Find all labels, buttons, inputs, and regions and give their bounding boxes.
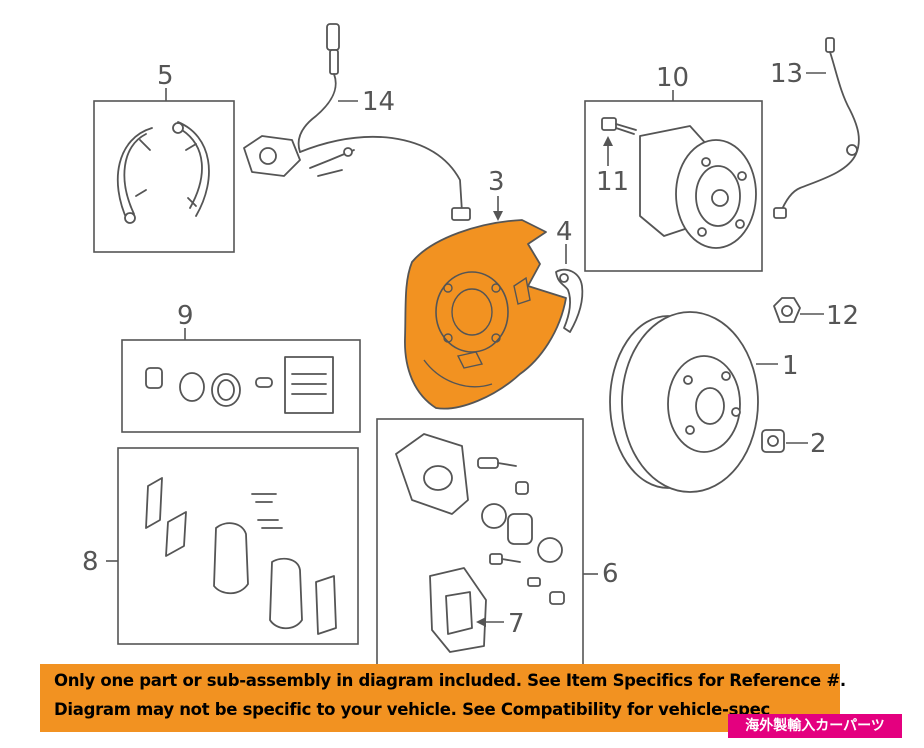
stud-part: [761, 429, 785, 453]
parking-brake-shoe-part: [116, 121, 210, 224]
disclaimer-line-2: Diagram may not be specific to your vehi…: [54, 700, 771, 719]
caliper-part: [395, 433, 565, 605]
nut-part: [773, 297, 801, 323]
backing-plate-part: [404, 219, 567, 410]
seal-kit-box: [121, 339, 361, 433]
callout-2: 2: [810, 429, 827, 459]
callout-14: 14: [362, 87, 395, 117]
callout-13: 13: [770, 59, 803, 89]
caliper-bracket-part: [429, 567, 487, 653]
bolt-11-part: [601, 117, 637, 135]
callout-3: 3: [488, 167, 505, 197]
callout-10: 10: [656, 63, 689, 93]
bracket-part: [555, 268, 584, 333]
disclaimer-line-1: Only one part or sub-assembly in diagram…: [54, 671, 846, 690]
callout-8: 8: [82, 547, 99, 577]
brake-hose-part: [773, 37, 860, 219]
callout-4: 4: [556, 217, 573, 247]
brake-rotor-part: [609, 311, 759, 493]
abs-sensor-part: [243, 23, 471, 221]
brake-pad-box: [117, 447, 359, 645]
callout-6: 6: [602, 559, 619, 589]
callout-7: 7: [508, 609, 525, 639]
shop-badge: 海外製輸入カーパーツ: [728, 714, 902, 738]
callout-5: 5: [157, 61, 174, 91]
parking-brake-shoe-box: [93, 100, 235, 253]
callout-9: 9: [177, 301, 194, 331]
hub-bearing-part: [639, 125, 757, 249]
seal-kit-part: [145, 356, 334, 414]
callout-12: 12: [826, 301, 859, 331]
brake-pad-part: [145, 477, 337, 635]
callout-1: 1: [782, 351, 799, 381]
disclaimer-banner: Only one part or sub-assembly in diagram…: [40, 664, 846, 732]
callout-11: 11: [596, 167, 629, 197]
